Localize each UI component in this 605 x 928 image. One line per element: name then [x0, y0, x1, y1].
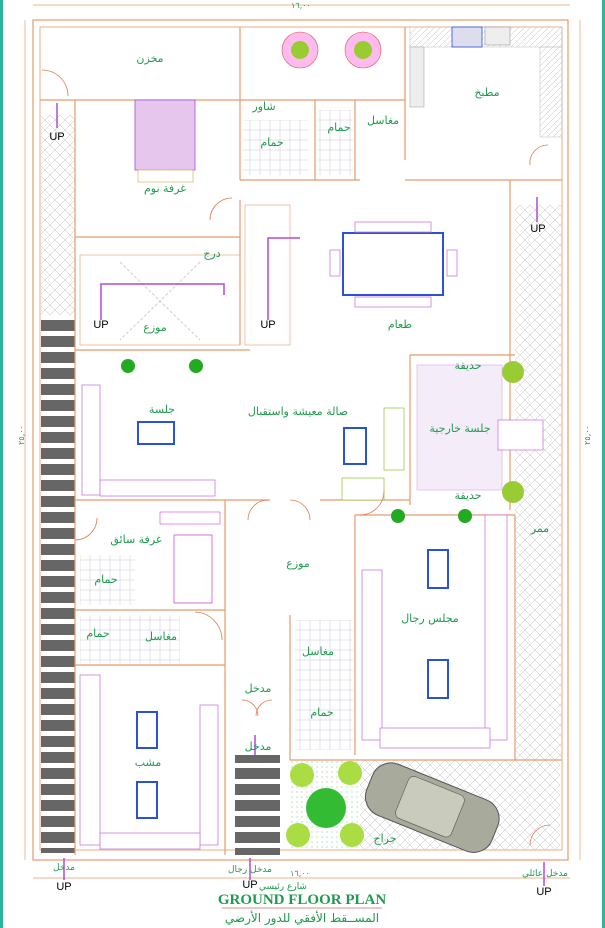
up-labels: UP UP UP UP UP UP UP: [49, 131, 551, 898]
up-label: UP: [260, 319, 275, 331]
label-bath-majlis: حمام: [310, 706, 333, 719]
label-stairs: درج: [203, 247, 220, 260]
mashab-sofas: [79, 674, 219, 850]
car: [364, 762, 500, 853]
side-stairs: [41, 318, 75, 853]
label-sinks-right: مغاسل: [302, 645, 334, 658]
doors: [41, 69, 551, 846]
dimension-left: ٢٥,٠٠: [17, 425, 26, 445]
label-bedroom: غرفة نوم: [144, 182, 186, 195]
label-lobby-mid: موزع: [286, 557, 310, 570]
up-label: UP: [242, 879, 257, 891]
label-entrance-inner: مدخل: [245, 682, 272, 695]
dimension-top: ١٦,٠٠: [291, 1, 311, 10]
entrance-stairs: [235, 755, 280, 855]
label-bath-master: حمام: [260, 136, 283, 149]
left-walkway: [41, 115, 75, 315]
majlis-sofas: [361, 514, 508, 749]
driver-bed: [159, 511, 221, 604]
label-shower: شاور: [251, 100, 275, 113]
label-storage: مخزن: [136, 52, 163, 65]
label-sitting: جلسة: [149, 403, 175, 416]
up-label: UP: [530, 223, 545, 235]
label-bath-top: حمام: [327, 121, 350, 134]
label-street: شارع رئيسي: [259, 882, 307, 892]
label-family-entrance: مدخل عائلي: [522, 869, 568, 879]
up-label: UP: [56, 881, 71, 893]
label-dining: طعام: [388, 318, 412, 331]
bathroom-tiles: [80, 110, 353, 750]
dimension-right: ٢٥,٠٠: [583, 425, 592, 445]
plan-title: GROUND FLOOR PLAN: [218, 892, 387, 908]
label-outdoor-sitting: جلسة خارجية: [429, 422, 490, 435]
dimension-bottom: ١٦,٠٠: [290, 869, 310, 878]
bed: [134, 99, 196, 183]
label-sinks-top: مغاسل: [367, 114, 399, 127]
label-bath-lower: حمام: [86, 627, 109, 640]
label-living: صالة معيشة واستقبال: [248, 405, 348, 418]
label-garden-bottom: حديقة: [454, 489, 481, 502]
label-kitchen: مطبخ: [474, 86, 499, 99]
interior-walls: [40, 27, 562, 855]
label-garden-top: حديقة: [454, 359, 481, 372]
courtyard-plants: [121, 31, 524, 847]
label-garage: جراج: [373, 832, 396, 845]
label-mens-majlis: مجلس رجال: [401, 612, 459, 625]
label-bath-driver: حمام: [94, 573, 117, 586]
up-label: UP: [93, 319, 108, 331]
label-driver-room: غرفة سائق: [110, 533, 162, 547]
main-stairs: [79, 204, 291, 346]
kitchen-counter: [409, 26, 563, 138]
label-mens-entrance: مدخل رجال: [228, 865, 272, 875]
label-mashab: مشب: [135, 756, 162, 769]
living-sofas: [81, 384, 405, 501]
label-entrance: مدخل: [53, 863, 75, 873]
dining-table: [329, 221, 458, 308]
label-lobby-top: موزع: [143, 321, 167, 334]
label-sinks-left: مغاسل: [145, 630, 177, 643]
up-label: UP: [536, 886, 551, 898]
outdoor-seating: [416, 364, 544, 491]
label-entrance-stair: مدخل: [245, 740, 272, 753]
up-label: UP: [49, 131, 64, 143]
dimension-lines: [24, 4, 581, 879]
plan-subtitle: المســقط الأفقي للدور الأرضي: [225, 910, 379, 926]
room-labels: مخزن شاور حمام حمام مغاسل مطبخ غرفة نوم …: [53, 52, 568, 892]
stair-arrows: [56, 103, 545, 886]
right-walkway: [515, 205, 562, 760]
label-passage: ممر: [530, 522, 549, 535]
